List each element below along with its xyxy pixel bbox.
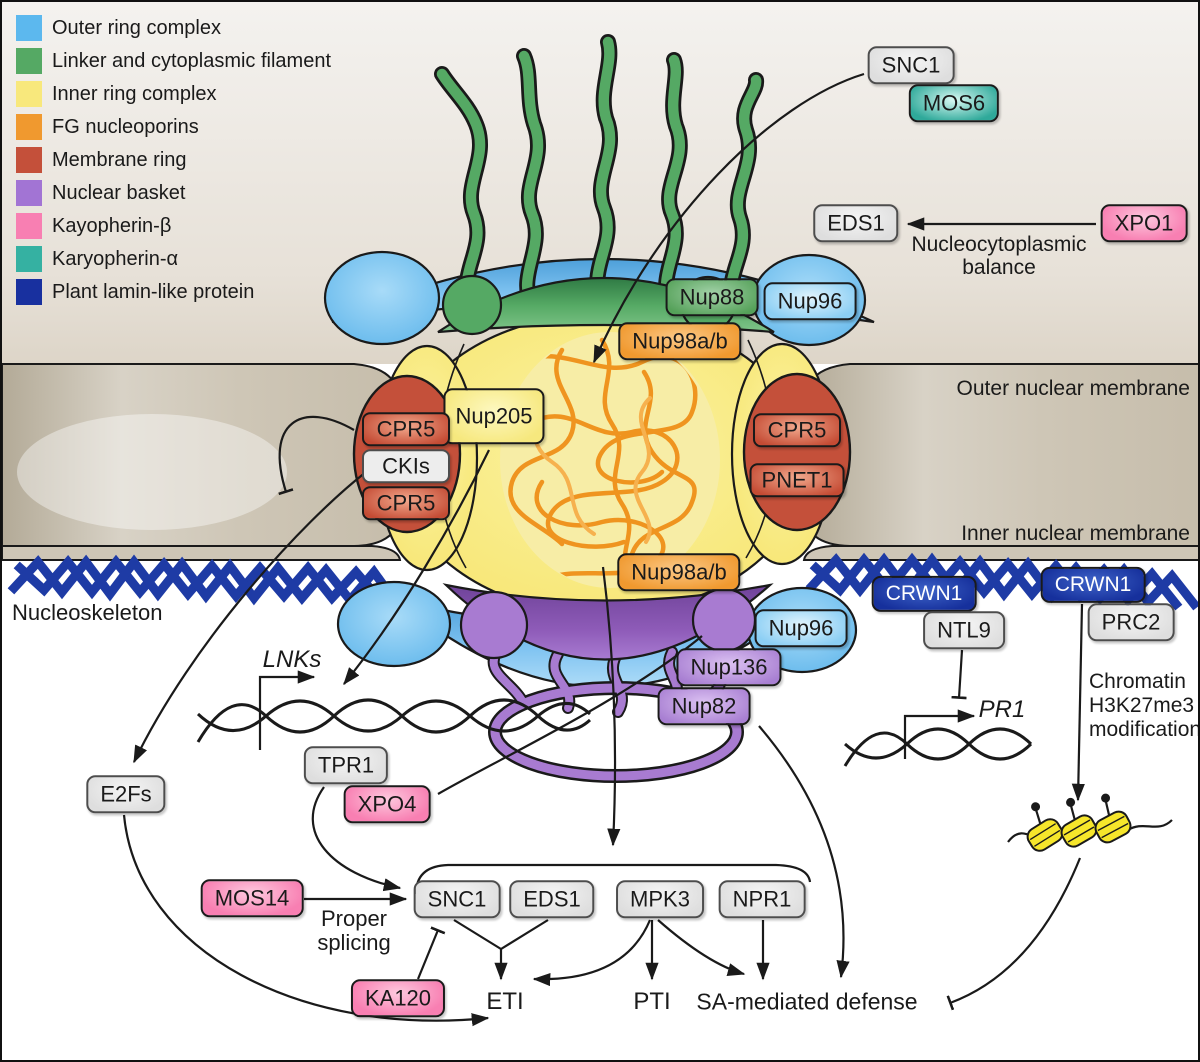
inner-nuclear-membrane-label: Inner nuclear membrane bbox=[961, 522, 1190, 545]
legend-swatch-inner-ring bbox=[16, 81, 42, 107]
nucleocytoplasmic-balance-line2: balance bbox=[962, 256, 1036, 279]
pti-label: PTI bbox=[633, 988, 671, 1015]
tpr1-box: TPR1 bbox=[303, 746, 389, 784]
cpr5-right-box: CPR5 bbox=[753, 413, 841, 447]
cpr5-left-top-box: CPR5 bbox=[362, 412, 450, 446]
eti-label: ETI bbox=[486, 988, 524, 1015]
crwn1-right-box: CRWN1 bbox=[1040, 566, 1146, 604]
cytoplasmic-filaments bbox=[434, 34, 764, 318]
nucleocytoplasmic-balance-line1: Nucleocytoplasmic bbox=[911, 233, 1087, 256]
ntl9-box: NTL9 bbox=[923, 611, 1005, 649]
arrows bbox=[122, 72, 1096, 1027]
chromatin-modification-line1: Chromatin bbox=[1089, 670, 1186, 693]
legend-label: FG nucleoporins bbox=[52, 115, 199, 138]
nup205-box: Nup205 bbox=[443, 388, 545, 444]
sa-mediated-defense-label: SA-mediated defense bbox=[696, 988, 918, 1015]
chromatin-modification-line2: H3K27me3 bbox=[1089, 694, 1195, 717]
legend-swatch-basket bbox=[16, 180, 42, 206]
legend-swatch-fg bbox=[16, 114, 42, 140]
proper-splicing-line2: splicing bbox=[317, 930, 391, 955]
mos14-box: MOS14 bbox=[200, 879, 304, 917]
snc1-cytoplasm-box: SNC1 bbox=[867, 46, 955, 84]
nup136-box: Nup136 bbox=[676, 648, 782, 686]
legend-label: Karyopherin-α bbox=[52, 247, 179, 270]
crwn1-left-box: CRWN1 bbox=[871, 575, 977, 613]
pr1-gene-label: PR1 bbox=[978, 696, 1026, 723]
xpo4-box: XPO4 bbox=[343, 785, 431, 823]
nup96-bottom-box: Nup96 bbox=[754, 609, 848, 647]
legend-item: FG nucleoporins bbox=[16, 113, 199, 141]
chromatin-modification-line3: modification bbox=[1089, 718, 1200, 741]
mpk3-box: MPK3 bbox=[616, 880, 704, 918]
outer-nuclear-membrane-label: Outer nuclear membrane bbox=[956, 377, 1190, 400]
legend-swatch-linker bbox=[16, 48, 42, 74]
e2fs-box: E2Fs bbox=[86, 775, 166, 813]
pr1-gene-helix bbox=[843, 727, 1033, 767]
nup98ab-top-box: Nup98a/b bbox=[618, 322, 742, 360]
ka120-box: KA120 bbox=[350, 979, 446, 1017]
nucleoskeleton-label: Nucleoskeleton bbox=[12, 600, 163, 625]
prc2-box: PRC2 bbox=[1087, 603, 1175, 641]
legend-item: Inner ring complex bbox=[16, 80, 217, 108]
eds1-cytoplasm-box: EDS1 bbox=[813, 204, 899, 242]
pnet1-box: PNET1 bbox=[749, 463, 845, 497]
legend-label: Membrane ring bbox=[52, 148, 187, 171]
legend-swatch-membrane-ring bbox=[16, 147, 42, 173]
legend-label: Kayopherin-β bbox=[52, 214, 172, 237]
legend-swatch-karyopherin-alpha bbox=[16, 246, 42, 272]
legend-swatch-karyopherin-beta bbox=[16, 213, 42, 239]
legend-label: Inner ring complex bbox=[52, 82, 217, 105]
legend-item: Membrane ring bbox=[16, 146, 187, 174]
legend-label: Outer ring complex bbox=[52, 16, 221, 39]
lnks-gene-label: LNKs bbox=[262, 646, 322, 673]
nup98ab-bottom-box: Nup98a/b bbox=[617, 553, 741, 591]
legend-swatch-lamin bbox=[16, 279, 42, 305]
nup96-top-box: Nup96 bbox=[763, 282, 857, 320]
legend-item: Outer ring complex bbox=[16, 14, 221, 42]
npr1-box: NPR1 bbox=[718, 880, 806, 918]
legend-item: Karyopherin-α bbox=[16, 245, 178, 273]
ckis-box: CKIs bbox=[362, 449, 450, 483]
nuclear-envelope bbox=[2, 363, 1198, 561]
legend-label: Plant lamin-like protein bbox=[52, 280, 255, 303]
legend-item: Nuclear basket bbox=[16, 179, 185, 207]
legend-swatch-outer-ring bbox=[16, 15, 42, 41]
proper-splicing-line1: Proper bbox=[320, 906, 388, 931]
legend-item: Linker and cytoplasmic filament bbox=[16, 47, 331, 75]
legend-label: Nuclear basket bbox=[52, 181, 186, 204]
mos6-box: MOS6 bbox=[908, 84, 1000, 122]
nup88-box: Nup88 bbox=[665, 278, 759, 316]
legend-item: Kayopherin-β bbox=[16, 212, 171, 240]
xpo1-box: XPO1 bbox=[1100, 204, 1188, 242]
lnks-gene-helix bbox=[196, 698, 592, 743]
legend-item: Plant lamin-like protein bbox=[16, 278, 254, 306]
eds1-nucleus-box: EDS1 bbox=[509, 880, 595, 918]
nup82-box: Nup82 bbox=[657, 687, 751, 725]
cpr5-left-bottom-box: CPR5 bbox=[362, 486, 450, 520]
snc1-nucleus-box: SNC1 bbox=[413, 880, 501, 918]
legend-label: Linker and cytoplasmic filament bbox=[52, 49, 332, 72]
